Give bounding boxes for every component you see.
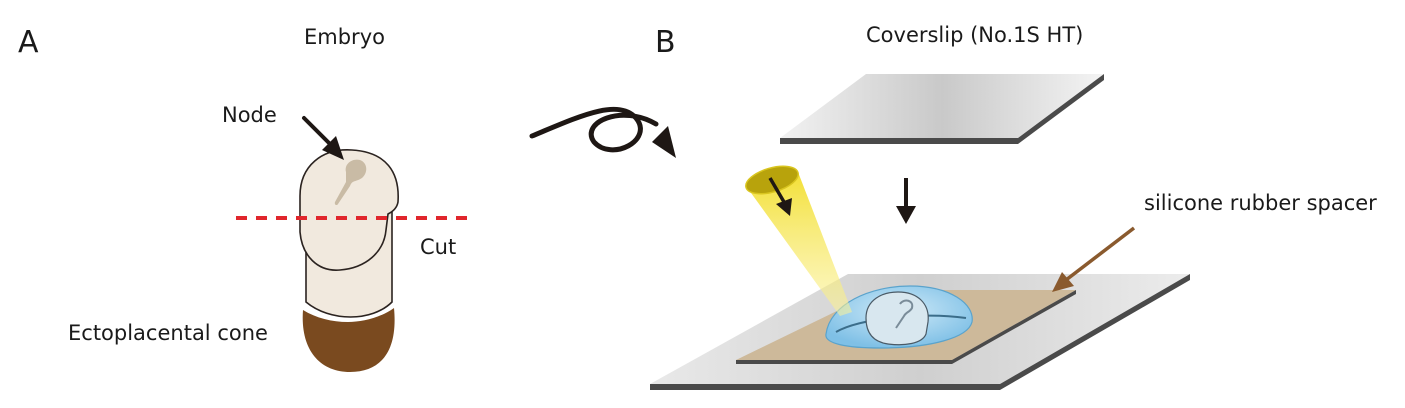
panel-b-letter: B [655, 25, 676, 60]
cut-label: Cut [420, 235, 456, 259]
ectoplacental-cone [302, 308, 395, 372]
node-in-drop [895, 299, 914, 329]
ectoplacental-cone-label: Ectoplacental cone [68, 321, 268, 345]
node-label: Node [222, 103, 277, 127]
light-beam [746, 172, 852, 316]
spacer-label: silicone rubber spacer [1144, 191, 1377, 215]
panel-a-letter: A [18, 25, 39, 60]
curl-arrow-icon [652, 126, 676, 158]
beam-arrow-icon [776, 198, 792, 216]
curl-arrow-path [529, 106, 659, 153]
spacer-arrow-icon [1052, 272, 1074, 292]
embryo-in-drop [865, 291, 929, 346]
arrow-down-icon [896, 206, 916, 224]
beam-arrow-shaft [768, 177, 786, 203]
node [334, 159, 367, 206]
arrow-down-right-icon [322, 136, 344, 160]
panel-b-title: Coverslip (No.1S HT) [866, 23, 1083, 47]
spacer-arrow-shaft [1064, 226, 1136, 282]
panel-a-title: Embryo [304, 25, 385, 49]
coverslip [780, 74, 1104, 138]
